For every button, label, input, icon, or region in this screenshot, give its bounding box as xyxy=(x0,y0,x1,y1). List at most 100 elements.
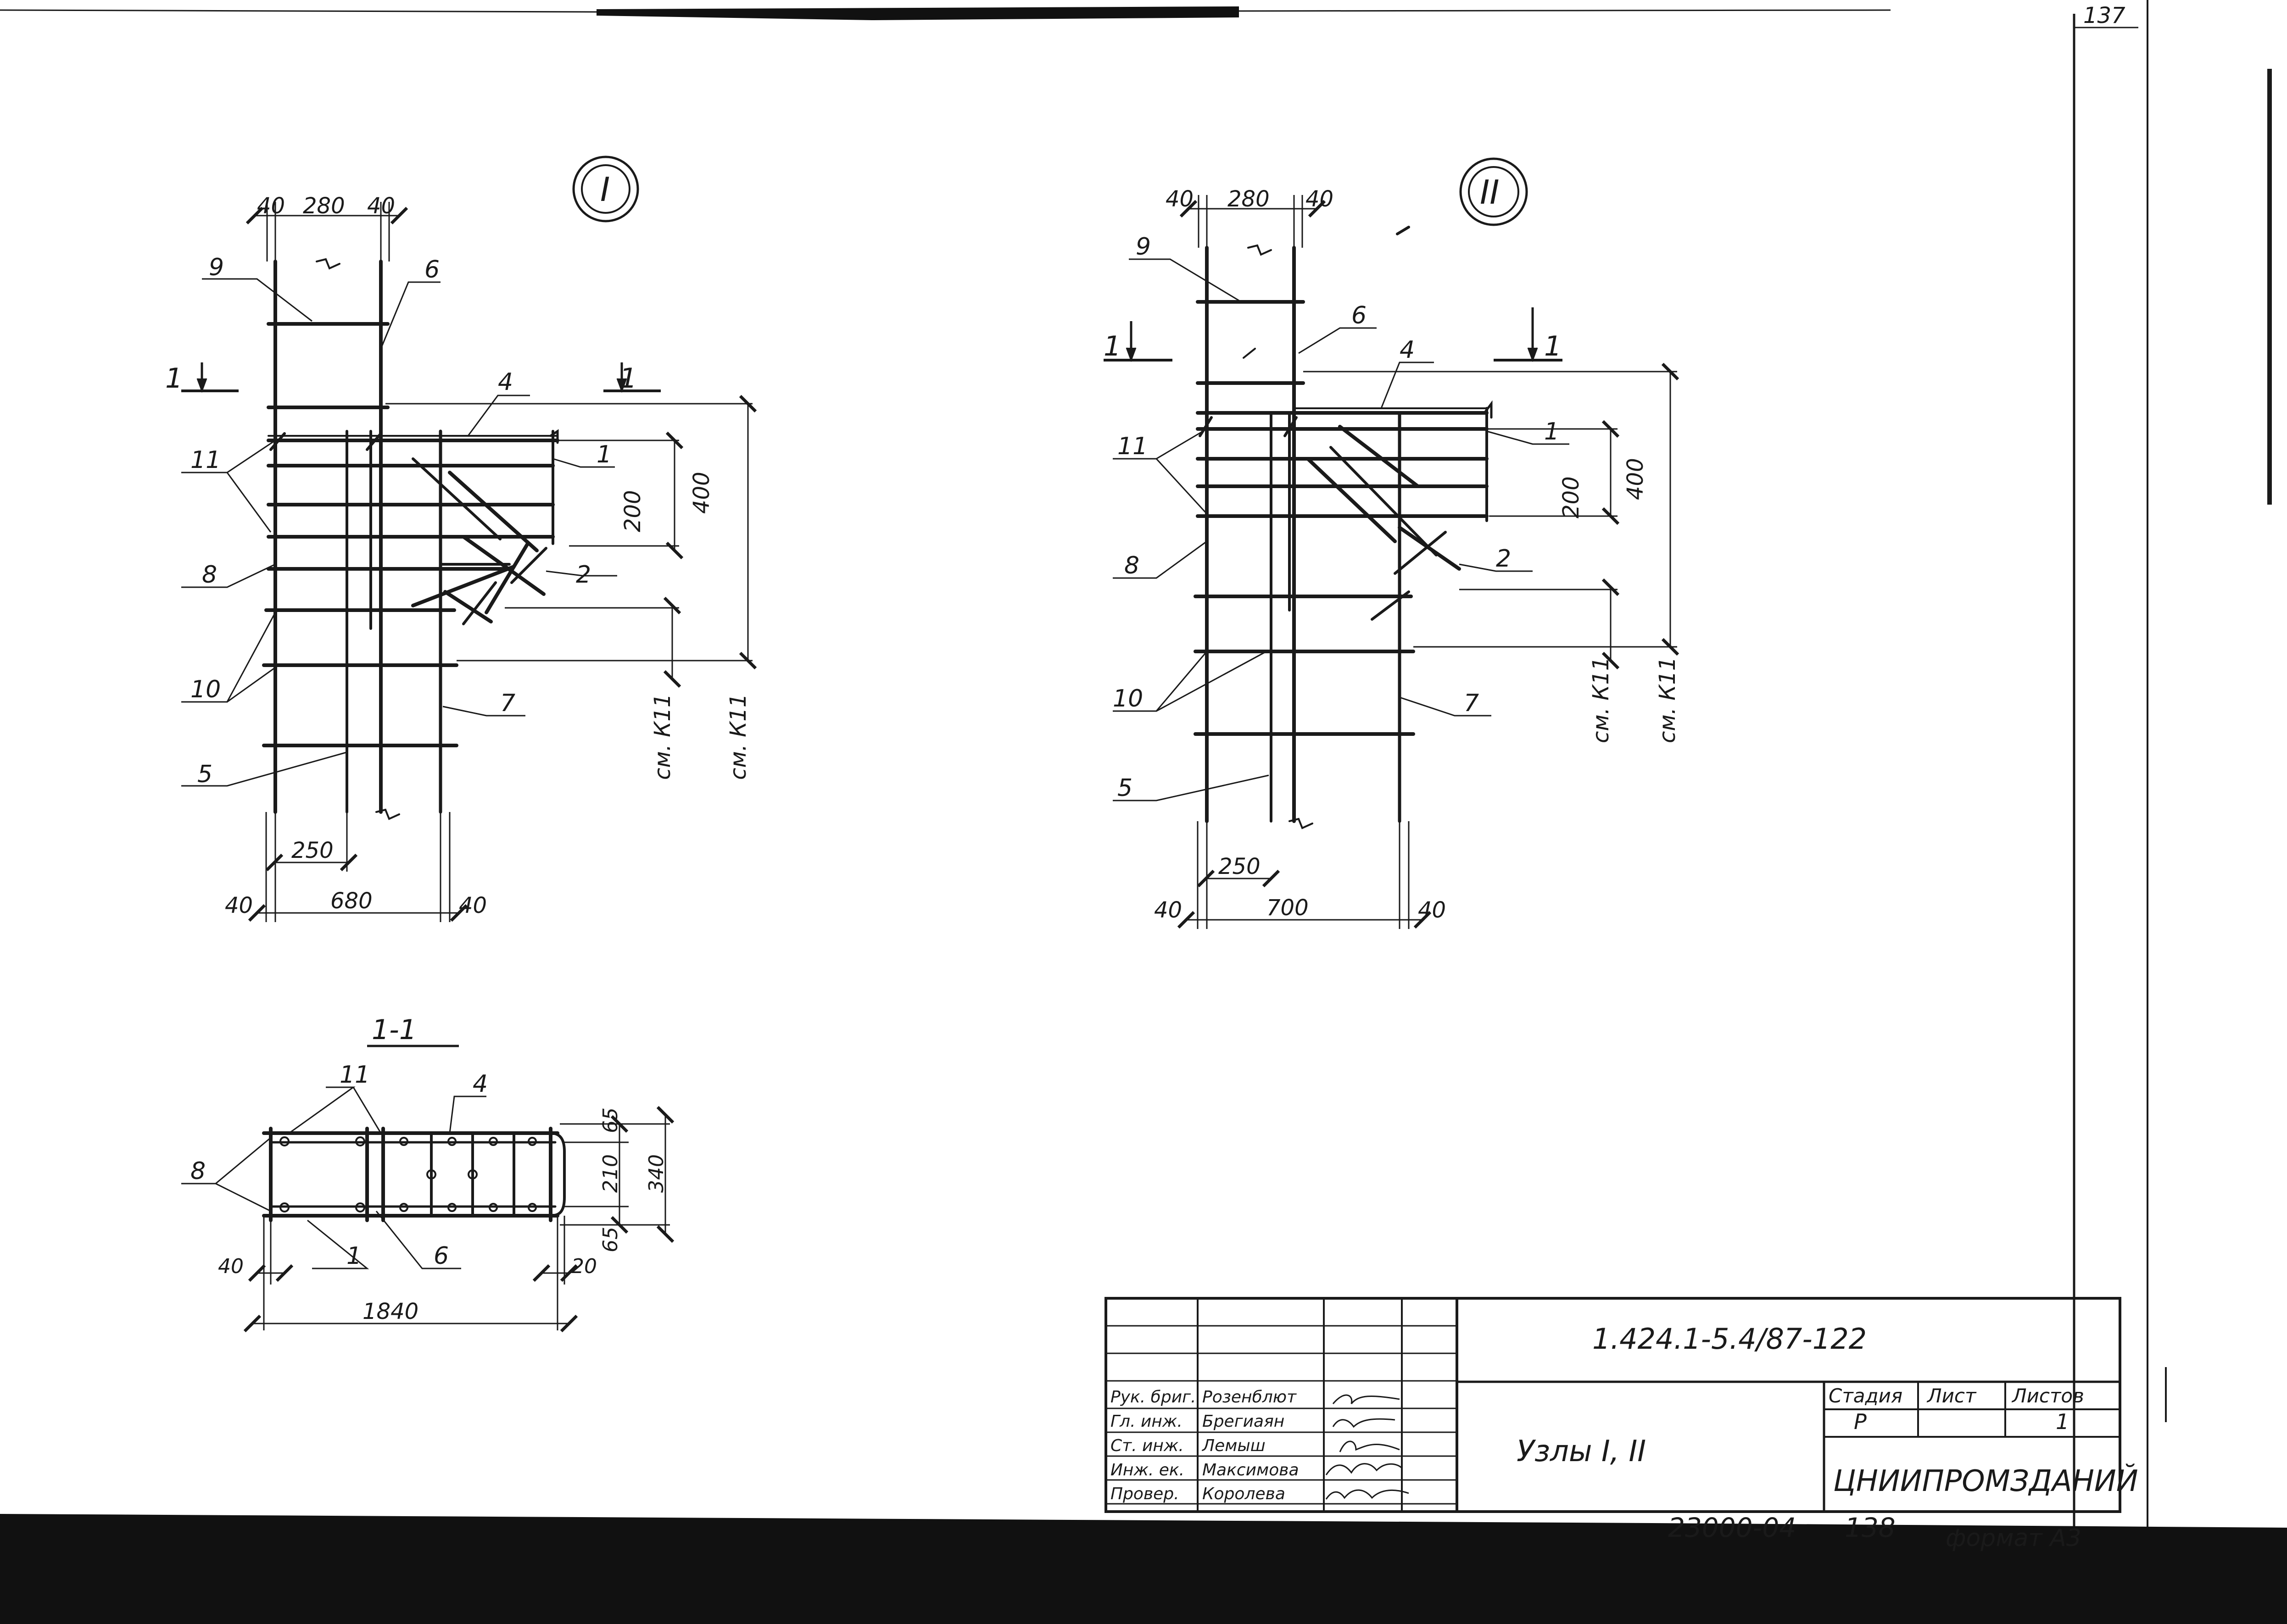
section-view xyxy=(262,1127,566,1222)
detail-one-callout-10: 10 xyxy=(190,676,221,703)
archive-number: 23000-04 xyxy=(1668,1512,1796,1543)
detail-one-dim-250: 250 xyxy=(291,838,334,863)
detail-two-callout-2: 2 xyxy=(1496,545,1511,573)
detail-two-dim-top-mid: 280 xyxy=(1227,186,1270,212)
detail-one-marker-label: I xyxy=(600,170,610,209)
detail-one-callout-8: 8 xyxy=(202,561,217,589)
sheet-header: Лист xyxy=(1926,1385,1977,1407)
section-callout-6: 6 xyxy=(434,1242,449,1270)
detail-one-callout-11: 11 xyxy=(190,446,221,474)
section-dim-65-top: 65 xyxy=(599,1107,622,1133)
detail-two-ref-near: см. К11 xyxy=(1588,657,1614,743)
section-callout-11: 11 xyxy=(340,1061,370,1089)
sheets-header: Листов xyxy=(2011,1385,2084,1407)
detail-two-dim-200: 200 xyxy=(1558,476,1584,518)
detail-one-labels: I 40 280 40 250 40 680 40 400 200 см. К1… xyxy=(165,170,751,918)
detail-one-dim-200: 200 xyxy=(620,490,646,532)
detail-two-dim-40-left: 40 xyxy=(1154,897,1182,923)
detail-one-dim-400: 400 xyxy=(689,472,714,514)
section-dim-65-bottom: 65 xyxy=(599,1227,622,1252)
detail-one-callout-2: 2 xyxy=(576,561,591,589)
section-dim-210: 210 xyxy=(599,1154,622,1193)
detail-one-callout-4: 4 xyxy=(498,368,513,396)
detail-two-ref-far: см. К11 xyxy=(1655,657,1680,743)
detail-one-callout-7: 7 xyxy=(500,690,515,717)
detail-one-dimensions xyxy=(181,202,757,922)
section-labels: 1-1 11 4 8 1 6 65 210 65 340 40 20 1840 xyxy=(190,1014,668,1324)
detail-two-callout-10: 10 xyxy=(1113,685,1143,712)
detail-two-dim-top-right: 40 xyxy=(1305,186,1333,212)
detail-two-callout-11: 11 xyxy=(1117,433,1148,460)
detail-two xyxy=(1194,157,1528,829)
detail-two-cut-left: 1 xyxy=(1104,330,1121,362)
detail-one-callout-5: 5 xyxy=(197,761,212,788)
detail-two-dimensions xyxy=(1104,195,1679,929)
detail-one-marker-inner xyxy=(581,164,630,214)
detail-one-dim-top-right: 40 xyxy=(367,193,395,219)
detail-two-marker-label: II xyxy=(1480,173,1499,211)
detail-one xyxy=(262,156,639,820)
detail-two-dim-40-right: 40 xyxy=(1418,897,1446,923)
detail-two-dim-400: 400 xyxy=(1623,458,1648,500)
signature-2 xyxy=(1332,1418,1395,1428)
role-5: Провер. xyxy=(1110,1485,1179,1503)
detail-two-callout-1: 1 xyxy=(1544,418,1559,445)
detail-two-marker-ring xyxy=(1459,157,1528,226)
corner-mark: 137 xyxy=(2083,3,2125,28)
detail-one-ref-far: см. К11 xyxy=(725,694,751,780)
section-dim-40: 40 xyxy=(218,1255,244,1278)
role-1: Рук. бриг. xyxy=(1110,1388,1196,1407)
section-dim-20: 20 xyxy=(571,1255,597,1278)
name-3: Лемыш xyxy=(1201,1436,1266,1455)
drawing-code: 1.424.1-5.4/87-122 xyxy=(1592,1322,1867,1356)
detail-two-callout-9: 9 xyxy=(1136,233,1151,261)
section-title: 1-1 xyxy=(372,1014,417,1046)
detail-two-callout-8: 8 xyxy=(1124,552,1139,579)
detail-one-dim-top-left: 40 xyxy=(257,193,285,219)
scan-shadow-bottom xyxy=(0,1514,2287,1624)
signature-5 xyxy=(1325,1489,1409,1500)
organization: ЦНИИПРОМЗДАНИЙ xyxy=(1833,1463,2138,1498)
detail-one-callout-6: 6 xyxy=(424,256,440,284)
detail-two-cut-right: 1 xyxy=(1544,330,1562,362)
section-callout-1: 1 xyxy=(346,1242,362,1270)
detail-two-dim-top-left: 40 xyxy=(1166,186,1194,212)
detail-two-dim-700: 700 xyxy=(1266,895,1309,921)
detail-two-callout-6: 6 xyxy=(1351,302,1367,329)
signature-3 xyxy=(1339,1440,1400,1452)
name-2: Брегиаян xyxy=(1202,1412,1284,1431)
stage-header: Стадия xyxy=(1829,1385,1902,1407)
page-number: 138 xyxy=(1845,1512,1896,1543)
detail-two-dim-250: 250 xyxy=(1218,854,1261,879)
section-dim-340: 340 xyxy=(645,1154,668,1193)
detail-two-callout-4: 4 xyxy=(1400,336,1415,364)
role-3: Ст. инж. xyxy=(1110,1436,1184,1455)
name-1: Розенблют xyxy=(1202,1388,1297,1407)
detail-one-dim-40-right: 40 xyxy=(459,893,487,918)
detail-two-marker-inner xyxy=(1468,166,1519,217)
detail-one-cut-right: 1 xyxy=(619,362,637,395)
detail-one-dim-top-mid: 280 xyxy=(303,193,345,219)
detail-one-marker-ring xyxy=(572,156,639,222)
sheets-value: 1 xyxy=(2056,1409,2069,1434)
section-dim-1840: 1840 xyxy=(363,1299,418,1324)
title-block xyxy=(1104,1297,2121,1513)
signature-4 xyxy=(1325,1463,1403,1475)
detail-one-dim-680: 680 xyxy=(330,888,373,914)
section-callout-4: 4 xyxy=(473,1070,488,1098)
detail-one-callout-9: 9 xyxy=(209,254,224,281)
name-5: Королева xyxy=(1202,1485,1285,1503)
role-2: Гл. инж. xyxy=(1110,1412,1183,1431)
detail-two-labels: II 40 280 40 250 40 700 40 400 200 см. К… xyxy=(1104,173,1680,923)
detail-one-cut-left: 1 xyxy=(165,362,183,395)
detail-one-callout-1: 1 xyxy=(597,441,612,468)
sheet-format: формат А3 xyxy=(1946,1524,2081,1552)
name-4: Максимова xyxy=(1202,1461,1299,1479)
section-callout-8: 8 xyxy=(190,1157,206,1185)
stage-value: Р xyxy=(1854,1409,1867,1434)
role-4: Инж. ек. xyxy=(1110,1461,1184,1479)
detail-one-dim-40-left: 40 xyxy=(225,893,253,918)
drawing-title: Узлы I, II xyxy=(1517,1435,1646,1468)
section-dimensions xyxy=(181,1045,675,1333)
